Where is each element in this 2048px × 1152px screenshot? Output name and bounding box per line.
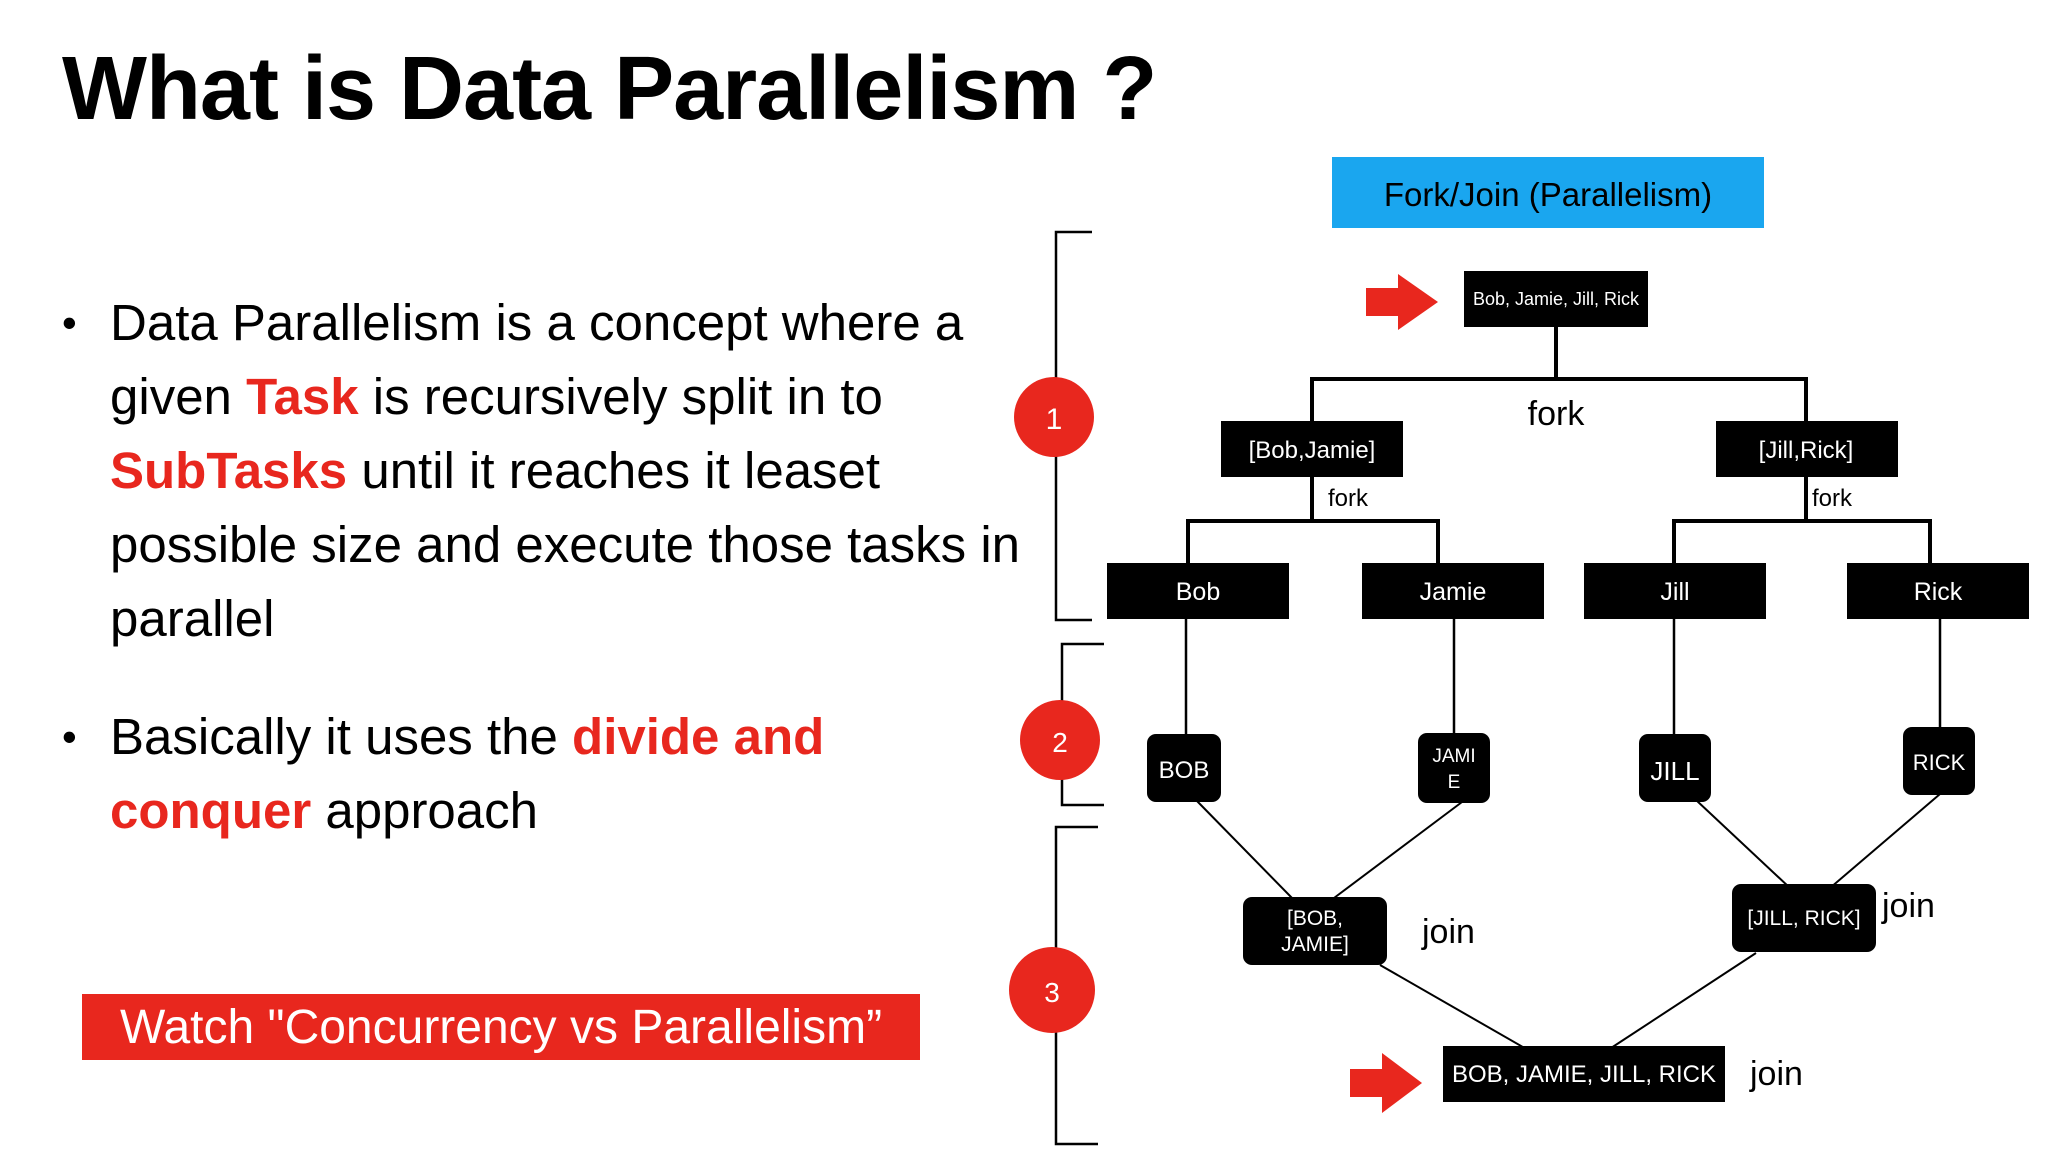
processed-node-jill: JILL	[1639, 734, 1711, 802]
result-node: BOB, JAMIE, JILL, RICK	[1443, 1046, 1725, 1102]
phase-1-label: 1	[1046, 403, 1063, 436]
bullet-text-span: Data Parallelism is a concept where a gi…	[110, 294, 964, 425]
phase-3-label: 3	[1044, 977, 1060, 1008]
bullet-dot-icon: •	[62, 713, 77, 760]
root-arrow-icon	[1366, 274, 1438, 330]
diagram-header-box	[1332, 157, 1764, 228]
processed-node-jamie: JAMI E	[1418, 733, 1490, 803]
bullet-list: • Data Parallelism is a concept where a …	[62, 286, 1022, 848]
bullet-text: Data Parallelism is a concept where a gi…	[110, 294, 1020, 647]
processed-node-rick: RICK	[1903, 727, 1975, 795]
bullet-item: • Basically it uses the divide and conqu…	[62, 700, 1022, 848]
join-label: join	[1749, 1055, 1803, 1093]
fork-label: fork	[1812, 485, 1853, 512]
split-node-right: [Jill,Rick]	[1716, 421, 1898, 477]
leaf-node-jill: Jill	[1584, 563, 1766, 619]
bullet-dot-icon: •	[62, 299, 77, 346]
split-node-label: [Jill,Rick]	[1759, 437, 1854, 464]
split-node-label: [Bob,Jamie]	[1249, 437, 1376, 464]
highlight-task: Task	[246, 368, 359, 425]
join-label: join	[1421, 913, 1475, 951]
joined-node-left: [BOB, JAMIE]	[1243, 897, 1387, 965]
highlight-subtasks: SubTasks	[110, 442, 348, 499]
phase-3-marker: 3	[1009, 947, 1095, 1033]
result-node-label: BOB, JAMIE, JILL, RICK	[1452, 1061, 1716, 1088]
leaf-node-label: Jamie	[1420, 578, 1487, 606]
joined-node-label: [JILL, RICK]	[1747, 907, 1860, 930]
bullet-text-span: until it reaches it leaset possible size…	[110, 442, 1021, 647]
bullet-text: Basically it uses the divide and conquer…	[110, 708, 824, 839]
processed-node-bob: BOB	[1147, 734, 1221, 802]
processed-node-label: E	[1448, 772, 1461, 793]
bullet-text-span: Basically it uses the	[110, 708, 573, 765]
bullet-text-span: is recursively split in to	[358, 368, 883, 425]
result-arrow-icon	[1350, 1053, 1422, 1113]
joined-node-right: [JILL, RICK]	[1732, 884, 1876, 952]
phase-2-label: 2	[1052, 727, 1068, 758]
bullet-text-span: approach	[311, 782, 539, 839]
processed-node-label: BOB	[1159, 757, 1210, 784]
fork-connectors	[1186, 326, 1932, 563]
phase-2-marker: 2	[1020, 700, 1100, 780]
joined-node-label: JAMIE]	[1281, 933, 1349, 956]
fork-label: fork	[1328, 485, 1369, 512]
processed-node-label: JILL	[1650, 756, 1699, 786]
leaf-node-rick: Rick	[1847, 563, 2029, 619]
join-connectors	[1195, 793, 1941, 1051]
watch-video-banner[interactable]: Watch "Concurrency vs Parallelism”	[82, 994, 920, 1060]
highlight-divide-conquer: divide and conquer	[110, 708, 825, 839]
fork-label: fork	[1528, 395, 1586, 433]
join-label: join	[1881, 887, 1935, 925]
leaf-node-label: Jill	[1660, 578, 1689, 606]
root-node: Bob, Jamie, Jill, Rick	[1464, 271, 1648, 327]
phase-1-marker: 1	[1014, 377, 1094, 457]
leaf-node-label: Rick	[1914, 578, 1963, 606]
diagram-header: Fork/Join (Parallelism)	[1384, 176, 1712, 213]
split-node-left: [Bob,Jamie]	[1221, 421, 1403, 477]
bullet-item: • Data Parallelism is a concept where a …	[62, 286, 1022, 656]
root-node-label: Bob, Jamie, Jill, Rick	[1473, 289, 1640, 309]
processed-node-label: JAMI	[1432, 746, 1475, 767]
leaf-node-jamie: Jamie	[1362, 563, 1544, 619]
processed-node-label: RICK	[1913, 750, 1966, 775]
leaf-node-label: Bob	[1176, 578, 1220, 606]
leaf-node-bob: Bob	[1107, 563, 1289, 619]
process-connectors	[1184, 618, 1942, 734]
slide-title: What is Data Parallelism ?	[62, 39, 1157, 139]
joined-node-label: [BOB,	[1287, 907, 1343, 930]
